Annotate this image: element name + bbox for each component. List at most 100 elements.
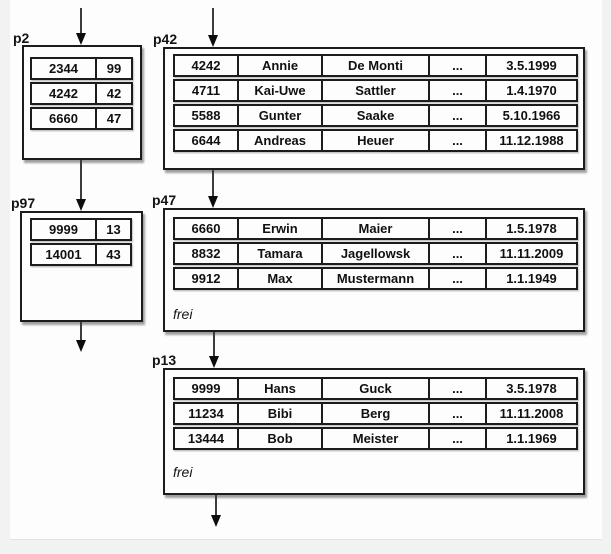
table-row: 4242 42 <box>30 82 133 105</box>
table-cell: Hans <box>239 379 323 398</box>
table-cell: 13444 <box>175 429 239 448</box>
table-cell: 4711 <box>175 81 239 100</box>
table-cell: 42 <box>106 86 122 101</box>
table-cell: 11.11.2009 <box>499 246 564 261</box>
table-row: 6660 Erwin Maier ... 1.5.1978 <box>173 217 578 240</box>
arrowhead-down-icon <box>208 196 218 208</box>
table-cell: Guck <box>323 379 430 398</box>
table-cell: Gunter <box>239 106 323 125</box>
table-cell: 3.5.1999 <box>506 58 557 73</box>
arrowhead-down-icon <box>76 33 86 45</box>
page-box-p97: 9999 13 14001 43 <box>20 211 143 322</box>
table-cell: Meister <box>323 429 430 448</box>
table-row: 13444 Bob Meister ... 1.1.1969 <box>173 427 578 450</box>
table-row: 14001 43 <box>30 243 132 266</box>
table-cell: 1.5.1978 <box>506 221 557 236</box>
table-row: 6644 Andreas Heuer ... 11.12.1988 <box>173 129 578 152</box>
table-cell: ... <box>430 404 487 423</box>
table-cell: Maier <box>323 219 430 238</box>
table-cell: 4242 <box>175 56 239 75</box>
table-cell: 6660 <box>32 109 97 128</box>
arrow-line <box>80 160 82 199</box>
table-cell: 1.4.1970 <box>506 83 557 98</box>
arrow-into-p42 <box>207 8 219 47</box>
index-table-p2: 2344 99 4242 42 6660 47 <box>30 57 133 132</box>
table-cell: 8832 <box>175 244 239 263</box>
table-cell: Jagellowsk <box>323 244 430 263</box>
table-cell: ... <box>430 429 487 448</box>
table-cell: Max <box>239 269 323 288</box>
arrow-line <box>80 322 82 340</box>
arrow-line <box>212 8 214 35</box>
table-row: 9999 13 <box>30 218 132 241</box>
arrow-out-of-p13 <box>210 495 222 527</box>
table-cell: 9999 <box>32 220 97 239</box>
arrowhead-down-icon <box>209 356 219 368</box>
table-row: 6660 47 <box>30 107 133 130</box>
table-cell: Heuer <box>323 131 430 150</box>
arrowhead-down-icon <box>211 515 221 527</box>
table-cell: 13 <box>106 222 121 237</box>
table-cell: 1.1.1969 <box>506 431 557 446</box>
page-label-p2: p2 <box>13 30 30 46</box>
page-box-p13: 9999 Hans Guck ... 3.5.1978 11234 Bibi B… <box>163 368 585 495</box>
table-cell: Erwin <box>239 219 323 238</box>
arrow-into-p2 <box>75 8 87 45</box>
data-table-p47: 6660 Erwin Maier ... 1.5.1978 8832 Tamar… <box>173 217 578 292</box>
table-cell: ... <box>430 379 487 398</box>
table-row: 9912 Max Mustermann ... 1.1.1949 <box>173 267 578 290</box>
table-cell: 14001 <box>32 245 97 264</box>
table-cell: Kai-Uwe <box>239 81 323 100</box>
data-table-p42: 4242 Annie De Monti ... 3.5.1999 4711 Ka… <box>173 54 578 154</box>
table-row: 9999 Hans Guck ... 3.5.1978 <box>173 377 578 400</box>
table-row: 4711 Kai-Uwe Sattler ... 1.4.1970 <box>173 79 578 102</box>
table-cell: ... <box>430 131 487 150</box>
arrowhead-down-icon <box>76 199 86 211</box>
table-cell: 2344 <box>32 59 97 78</box>
table-row: 2344 99 <box>30 57 133 80</box>
arrow-out-of-p97 <box>75 322 87 352</box>
page-label-p47: p47 <box>152 192 177 208</box>
table-cell: 11.11.2008 <box>499 406 564 421</box>
table-cell: 5588 <box>175 106 239 125</box>
arrowhead-down-icon <box>208 35 218 47</box>
arrow-line <box>212 170 214 196</box>
table-cell: Bibi <box>239 404 323 423</box>
table-row: 8832 Tamara Jagellowsk ... 11.11.2009 <box>173 242 578 265</box>
page-box-p47: 6660 Erwin Maier ... 1.5.1978 8832 Tamar… <box>163 208 585 332</box>
table-cell: Mustermann <box>323 269 430 288</box>
arrowhead-down-icon <box>76 340 86 352</box>
table-cell: Sattler <box>323 81 430 100</box>
arrow-p42-to-p47 <box>207 170 219 208</box>
table-cell: Tamara <box>239 244 323 263</box>
table-row: 4242 Annie De Monti ... 3.5.1999 <box>173 54 578 77</box>
arrow-p2-to-p97 <box>75 160 87 211</box>
table-cell: Annie <box>239 56 323 75</box>
page-box-p42: 4242 Annie De Monti ... 3.5.1999 4711 Ka… <box>163 47 585 170</box>
table-cell: 47 <box>106 111 122 126</box>
free-space-label: frei <box>173 464 193 480</box>
table-cell: 6644 <box>175 131 239 150</box>
table-cell: 1.1.1949 <box>506 271 557 286</box>
table-cell: ... <box>430 56 487 75</box>
table-cell: 11234 <box>175 404 239 423</box>
table-cell: 9912 <box>175 269 239 288</box>
index-table-p97: 9999 13 14001 43 <box>30 218 132 268</box>
table-row: 5588 Gunter Saake ... 5.10.1966 <box>173 104 578 127</box>
table-cell: 99 <box>106 61 122 76</box>
data-table-p13: 9999 Hans Guck ... 3.5.1978 11234 Bibi B… <box>173 377 578 452</box>
table-cell: De Monti <box>323 56 430 75</box>
table-cell: Bob <box>239 429 323 448</box>
table-cell: ... <box>430 81 487 100</box>
table-cell: ... <box>430 269 487 288</box>
page-label-p13: p13 <box>152 352 177 368</box>
table-cell: 43 <box>106 247 121 262</box>
arrow-p47-to-p13 <box>208 332 220 368</box>
arrow-line <box>215 495 217 515</box>
table-cell: Saake <box>323 106 430 125</box>
table-cell: ... <box>430 244 487 263</box>
arrow-line <box>80 8 82 33</box>
table-cell: Berg <box>323 404 430 423</box>
page-box-p2: 2344 99 4242 42 6660 47 <box>22 45 142 160</box>
